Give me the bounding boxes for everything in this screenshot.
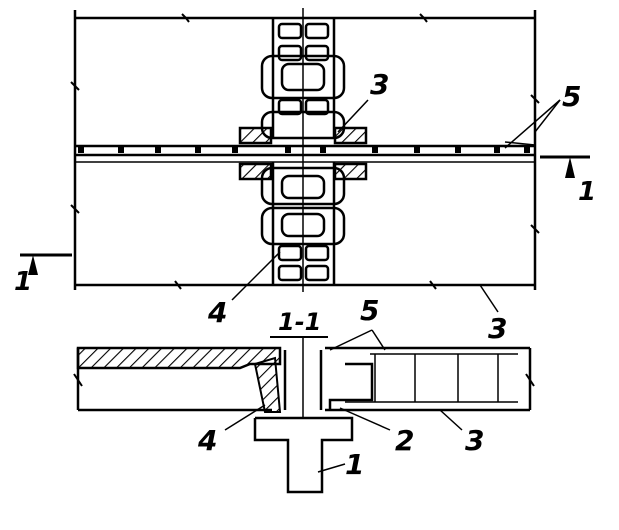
section-callout-4: 4 [197,424,217,457]
callout-3-top: 3 [370,68,389,101]
bent-rebar [328,362,374,410]
callout-4: 4 [207,296,227,329]
callout-5: 5 [562,80,581,113]
section-break-marks [73,373,535,387]
section-view: 1-1 [73,294,535,494]
section-callout-2: 2 [395,424,414,457]
left-slab [76,346,282,413]
floor-slab-strip [75,144,535,163]
section-callout-3: 3 [465,424,484,457]
rebar-dots [78,147,530,153]
right-slab [325,346,532,412]
section-callout-5: 5 [360,294,379,327]
hollow-blocks [277,22,330,282]
plan-leaders [231,99,561,313]
break-marks [70,13,540,290]
plan-outline [73,10,537,290]
section-mark-label-left: 1 [14,267,32,297]
masonry-wall [260,8,346,292]
stirrups [374,354,499,402]
section-mark-label-right: 1 [578,177,596,207]
anchor-blocks [238,126,368,181]
plan-view: 3 5 3 4 1 1 [14,8,596,345]
callout-3-right: 3 [488,312,507,345]
section-leaders [224,329,463,473]
section-title: 1-1 [278,308,321,336]
section-cut-mark-left [20,253,72,275]
t-beam [253,416,354,494]
section-cut-mark-right [540,155,590,178]
joint [283,338,323,418]
section-callout-1: 1 [345,448,364,481]
